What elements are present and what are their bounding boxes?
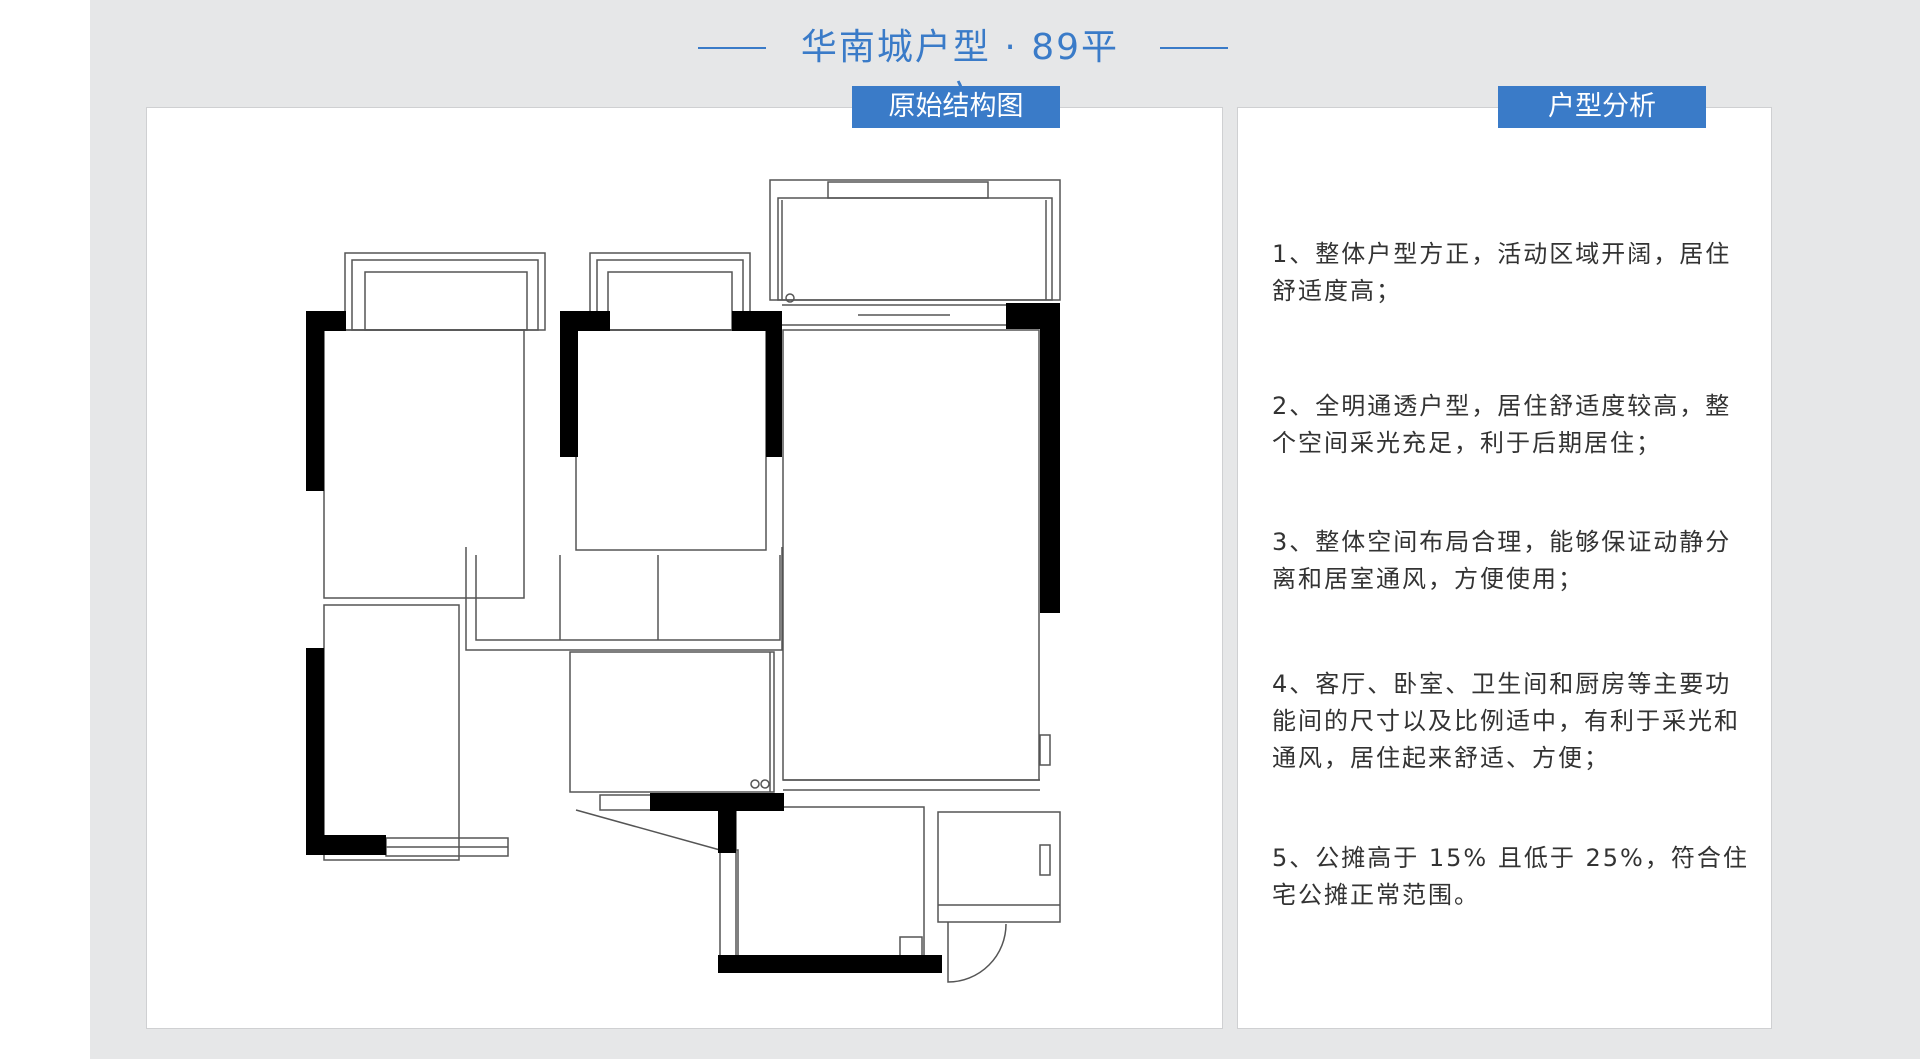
bedroom-one (323, 329, 525, 599)
living-room (782, 329, 1040, 781)
analysis-item-2: 2、全明通透户型，居住舒适度较高，整个空间采光充足，利于后期居住； (1272, 392, 1732, 457)
wall-west-upper (306, 311, 324, 491)
wall-kitchen-top (650, 793, 784, 811)
header: 华南城户型 · 89平方 (0, 0, 1920, 120)
title-line-left (698, 47, 766, 49)
title-line-right (1160, 47, 1228, 49)
floorplan-tab: 原始结构图 (852, 86, 1060, 128)
analysis-item-5: 5、公摊高于 15% 且低于 25%，符合住宅公摊正常范围。 (1272, 844, 1749, 909)
wall-kitchen-bottom (718, 955, 942, 973)
analysis-panel (1237, 107, 1772, 1029)
page-title: 华南城户型 · 89平方 (800, 27, 1120, 120)
analysis-item-1: 1、整体户型方正，活动区域开阔，居住舒适度高； (1272, 240, 1732, 305)
wall-west-lower (306, 648, 324, 855)
entrance (937, 811, 1061, 923)
wall-mid-left (560, 311, 578, 457)
bathroom (569, 651, 775, 793)
analysis-tab: 户型分析 (1498, 86, 1706, 128)
analysis-item-4: 4、客厅、卧室、卫生间和厨房等主要功能间的尺寸以及比例适中，有利于采光和通风，居… (1272, 670, 1740, 772)
bedroom-two (575, 329, 767, 551)
bay-window-left (344, 252, 546, 331)
bedroom-three (323, 604, 460, 861)
analysis-item-3: 3、整体空间布局合理，能够保证动静分离和居室通风，方便使用； (1272, 528, 1732, 593)
kitchen (735, 806, 925, 958)
bay-window-middle (589, 252, 751, 331)
